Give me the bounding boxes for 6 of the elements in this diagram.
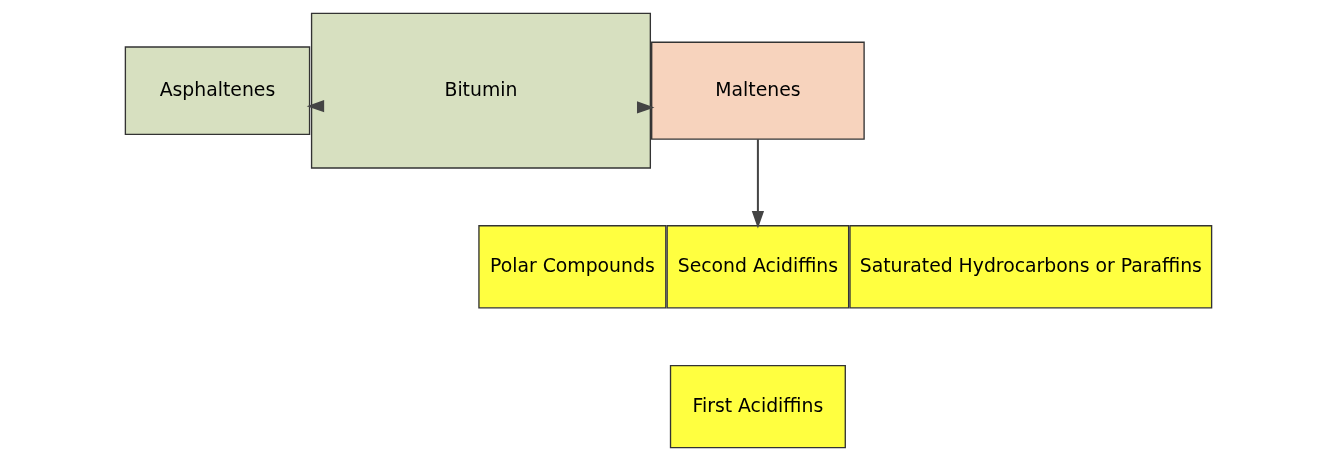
arrow bbox=[306, 100, 324, 113]
node-box: Saturated Hydrocarbons or Paraffins bbox=[848, 225, 1212, 309]
node-box: Second Acidiffins bbox=[666, 225, 849, 309]
node-box: Polar Compounds bbox=[477, 225, 666, 309]
arrow bbox=[751, 139, 764, 229]
node-box: First Acidiffins bbox=[669, 364, 846, 449]
